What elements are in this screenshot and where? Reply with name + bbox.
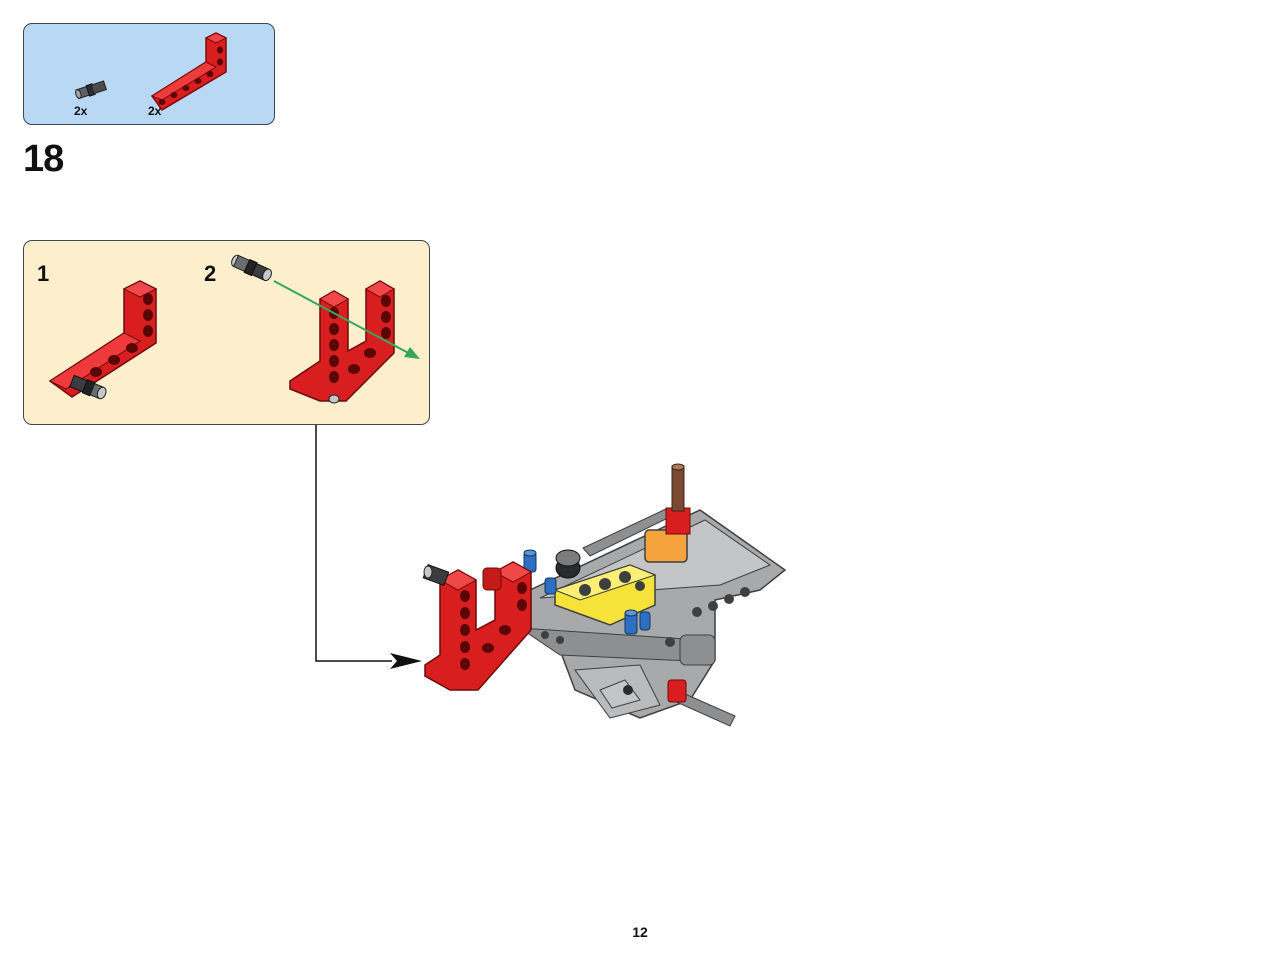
bottom-axle (599, 679, 736, 727)
orange-connector-with-axle (644, 463, 691, 563)
insert-arrow-head (404, 347, 420, 359)
parts-list-artwork (75, 32, 228, 111)
blue-pins (523, 549, 651, 635)
black-pin-part-icon (75, 80, 107, 100)
insert-arrow-line (273, 280, 415, 357)
sub-step-2-illustration (231, 254, 420, 404)
sub-assembly-callout: 1 2 (23, 240, 430, 425)
step-number: 18 (23, 138, 64, 180)
sub-step-number-2: 2 (204, 261, 217, 286)
parts-list-callout: 2x 2x (23, 23, 275, 125)
sub-step-number-1: 1 (37, 261, 50, 286)
black-bush-part (555, 549, 581, 579)
red-l-beam-part-icon (150, 32, 228, 111)
red-beam-assembly-attached (422, 561, 533, 691)
callout-connector-arrow (315, 425, 422, 669)
sub-step-1-illustration (48, 280, 158, 400)
sub-assembly-artwork (48, 254, 420, 404)
part-quantity-pin: 2x (74, 104, 88, 118)
part-quantity-beam: 2x (148, 104, 162, 118)
page-number: 12 (632, 924, 648, 940)
